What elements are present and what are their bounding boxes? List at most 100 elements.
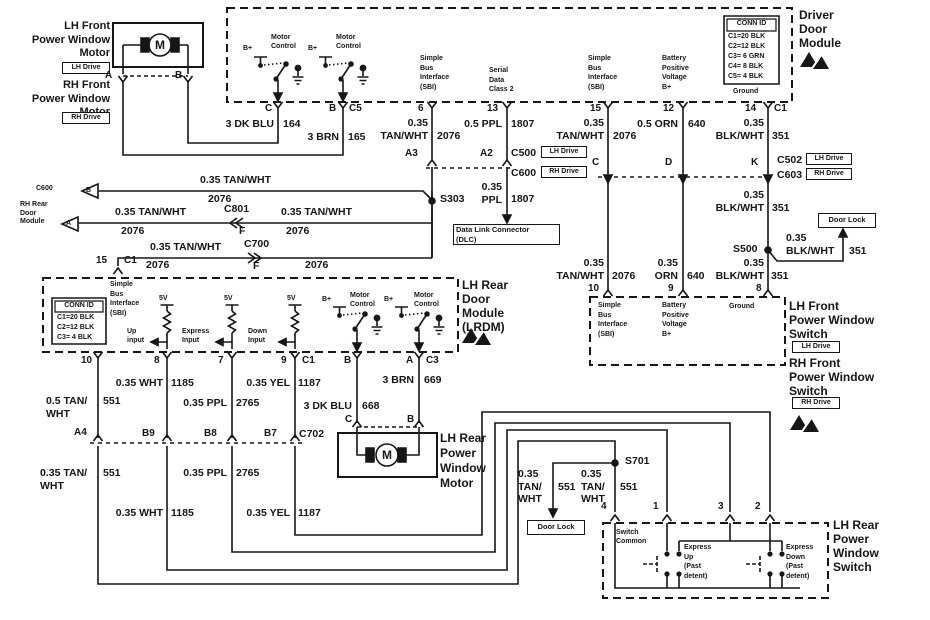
col2-upper-num: 1185 [171,377,194,389]
lrdm-pin-15: 15 [96,255,108,266]
ddm-batt-label: Battery Positive Voltage B+ [662,55,689,91]
conn-c500: C500 [511,147,537,159]
lh-rear-door-module-box [43,278,458,352]
row3-wire-num-l: 2076 [146,259,170,271]
conn-b9: B9 [142,428,155,439]
rh-drive-badge-1: RH Drive [62,112,110,124]
express-input-label: Express Input [182,328,210,344]
rsw-pin-4: 4 [601,501,607,512]
connid1-c5: C5= 4 BLK [728,73,764,80]
mc1-bplus: B+ [243,45,253,52]
wire-640-name: 0.5 ORN [637,118,678,130]
dlc-arrow [502,214,512,224]
wire-1807-num: 1807 [511,118,535,130]
col4-lower-num: 1187 [298,507,321,519]
wire-669-name: 3 BRN [382,374,414,386]
fsw-pin-8: 8 [756,283,762,294]
ddm-pin-13: 13 [487,103,499,114]
splice-s500: S500 [733,243,758,255]
wire-2076b-num: 2076 [613,130,637,142]
connid2-title: CONN ID [64,302,94,309]
connid1-title: CONN ID [736,20,767,27]
wire-551b-num: 551 [620,481,638,493]
conn-c801: C801 [224,203,250,215]
pullup-resistor-3 [278,304,303,350]
rh-drive-badge-3: RH Drive [806,168,852,180]
lrdm-pin-b: B [344,355,352,366]
conn-c603: C603 [777,169,803,181]
motor2-m: M [382,448,392,462]
motor-control-switch-icon-1 [253,56,305,102]
wire-2076a-name: 0.35 TAN/WHT [380,117,428,142]
express-down-label: Express Down (Past detent) [786,544,814,580]
motor-control-switch-icon-3 [332,306,384,352]
rh-front-switch-title: RH Front Power Window Switch [789,356,875,398]
conn-c700: C700 [244,238,270,250]
lh-front-switch-title: LH Front Power Window Switch [789,299,875,341]
conn-c700-f: F [253,260,260,272]
ddm-pin-15: 15 [590,103,602,114]
rsw-pin-3: 3 [718,501,724,512]
rmotor-term-b: B [407,414,415,425]
ddm-sbi-label: Simple Bus Interface (SBI) [420,55,450,91]
ddm-pin-6: 6 [418,103,424,114]
lrdm-pin-10: 10 [81,355,93,366]
wire-551a-num: 551 [558,481,576,493]
row1-wire [98,191,432,200]
col3-upper-name: 0.35 PPL [183,397,227,409]
motor-control-switch-icon-4 [394,306,446,352]
motor-control-switch-icon-2 [318,56,370,102]
c700-chevrons [248,253,261,263]
conn-id-box-lrdm-title [55,301,103,312]
connid1-c1: C1=20 BLK [728,33,766,40]
wire-669-num: 669 [424,374,442,386]
mc4-bplus: B+ [384,296,394,303]
conn-c600-tri: C600 [36,185,53,192]
conn-a3: A3 [405,148,418,159]
wire-1187-route [295,358,770,535]
wire-164-num: 164 [283,118,301,130]
col4-upper-name: 0.35 YEL [246,377,290,389]
express-down-detent [746,556,760,572]
rmotor-term-c: C [345,414,353,425]
rh-drive-badge-4: RH Drive [792,397,840,409]
wire-640-num: 640 [688,118,706,130]
conn-c502: C502 [777,154,803,166]
col3-upper-num: 2765 [236,397,260,409]
lrdm-pin-c1t: C1 [124,255,137,266]
res2-5v: 5V [224,295,233,302]
mc1-motor-control: Motor Control [271,34,296,50]
rear-motor-title: LH Rear Power Window Motor [440,431,487,490]
row2-wire-num-l: 2076 [121,225,145,237]
fsw-pin-10: 10 [588,283,600,294]
splice-dot-s303 [429,198,435,204]
wire-351b-num: 351 [772,202,790,214]
lrdm-pin-a: A [406,355,414,366]
motor1-term-b: B [175,70,183,81]
col1-upper-num: 551 [103,395,121,407]
wire-351c-num: 351 [849,245,867,257]
conn-b7: B7 [264,428,277,439]
wire-2076b-name: 0.35 TAN/WHT [556,117,604,142]
col2-lower-num: 1185 [171,507,194,519]
wire-551b-name: 0.35 TAN/ WHT [581,468,605,505]
wire-351a-num: 351 [772,130,790,142]
wire-351d-num: 351 [771,270,789,282]
ddm-pin-14: 14 [745,103,757,114]
fsw-sbi-label: Simple Bus Interface (SBI) [598,302,628,338]
rsw-pin-2: 2 [755,501,761,512]
row3-wire-num-r: 2076 [305,259,329,271]
motor1-m: M [155,38,165,52]
mc3-motor-control: Motor Control [350,292,375,308]
col2-lower-name: 0.35 WHT [115,507,163,519]
wire-164 [188,82,278,143]
pullup-resistor-1 [150,304,175,350]
col4-upper-num: 1187 [298,377,321,389]
col1-upper-name: 0.5 TAN/ WHT [46,395,88,420]
wire-2765-route [232,358,730,552]
lh-front-motor-box [113,23,203,67]
conn-id-box-ddm-title [727,19,776,31]
wire-165 [123,82,343,155]
wire-551a-name: 0.35 TAN/ WHT [518,468,542,505]
